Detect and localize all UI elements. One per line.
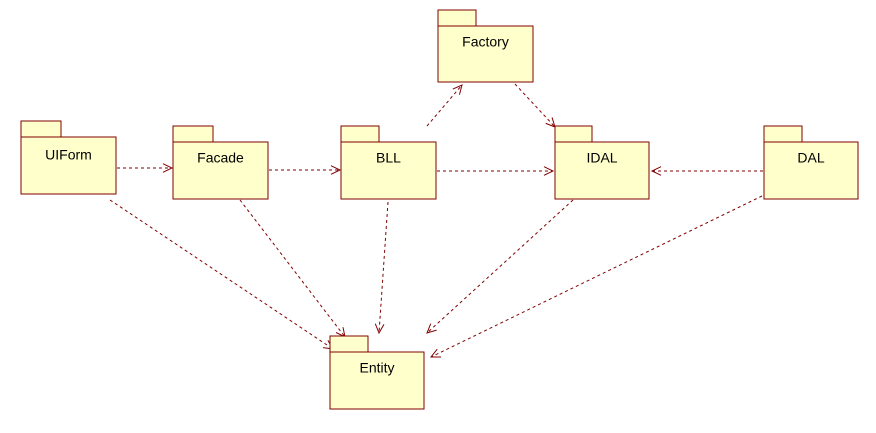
package-body xyxy=(172,141,269,200)
dependency-uiform-to-entity xyxy=(109,199,334,350)
dependency-factory-to-idal xyxy=(514,83,556,128)
package-label: Entity xyxy=(359,360,394,376)
package-tab xyxy=(437,9,477,27)
dependency-line xyxy=(430,195,763,358)
dependency-line xyxy=(239,199,346,338)
dependency-edges xyxy=(109,83,763,358)
open-arrowhead-icon xyxy=(426,323,437,334)
package-uiform[interactable]: UIForm xyxy=(20,120,117,195)
dependency-line xyxy=(109,199,334,350)
dependency-bll-to-factory xyxy=(426,84,463,127)
dependency-uiform-to-facade xyxy=(117,163,174,173)
dependency-idal-to-entity xyxy=(426,199,574,334)
open-arrowhead-icon xyxy=(330,165,342,175)
open-arrowhead-icon xyxy=(162,163,174,173)
package-idal[interactable]: IDAL xyxy=(554,125,650,200)
open-arrowhead-icon xyxy=(429,348,442,358)
package-label: IDAL xyxy=(586,150,617,166)
package-body xyxy=(437,25,534,83)
dependency-line xyxy=(514,83,556,128)
dependency-facade-to-bll xyxy=(269,165,342,175)
package-tab xyxy=(329,335,369,353)
open-arrowhead-icon xyxy=(650,166,662,176)
dependency-bll-to-entity xyxy=(374,201,389,335)
open-arrowhead-icon xyxy=(543,166,555,176)
package-body xyxy=(763,141,859,200)
package-tab xyxy=(172,125,214,143)
open-arrowhead-icon xyxy=(452,84,463,95)
package-tab xyxy=(763,125,803,143)
package-bll[interactable]: BLL xyxy=(340,125,437,200)
package-label: Factory xyxy=(462,34,509,50)
package-body xyxy=(329,351,425,410)
package-tab xyxy=(554,125,593,143)
package-label: BLL xyxy=(376,150,401,166)
dependency-dal-to-idal xyxy=(650,166,763,176)
package-body xyxy=(20,136,117,195)
dependency-bll-to-idal xyxy=(437,166,555,176)
dependency-line xyxy=(426,199,574,334)
package-body xyxy=(340,141,437,200)
dependency-line xyxy=(378,201,389,334)
package-factory[interactable]: Factory xyxy=(437,9,534,83)
package-label: Facade xyxy=(197,150,244,166)
package-dal[interactable]: DAL xyxy=(763,125,859,200)
package-body xyxy=(554,141,650,200)
package-facade[interactable]: Facade xyxy=(172,125,269,200)
package-label: DAL xyxy=(797,150,824,166)
package-tab xyxy=(20,120,62,138)
dependency-dal-to-entity xyxy=(429,195,763,358)
dependency-facade-to-entity xyxy=(239,199,346,338)
package-label: UIForm xyxy=(45,147,92,163)
dependency-line xyxy=(426,84,463,127)
package-tab xyxy=(340,125,380,143)
package-entity[interactable]: Entity xyxy=(329,335,425,410)
open-arrowhead-icon xyxy=(374,323,385,335)
